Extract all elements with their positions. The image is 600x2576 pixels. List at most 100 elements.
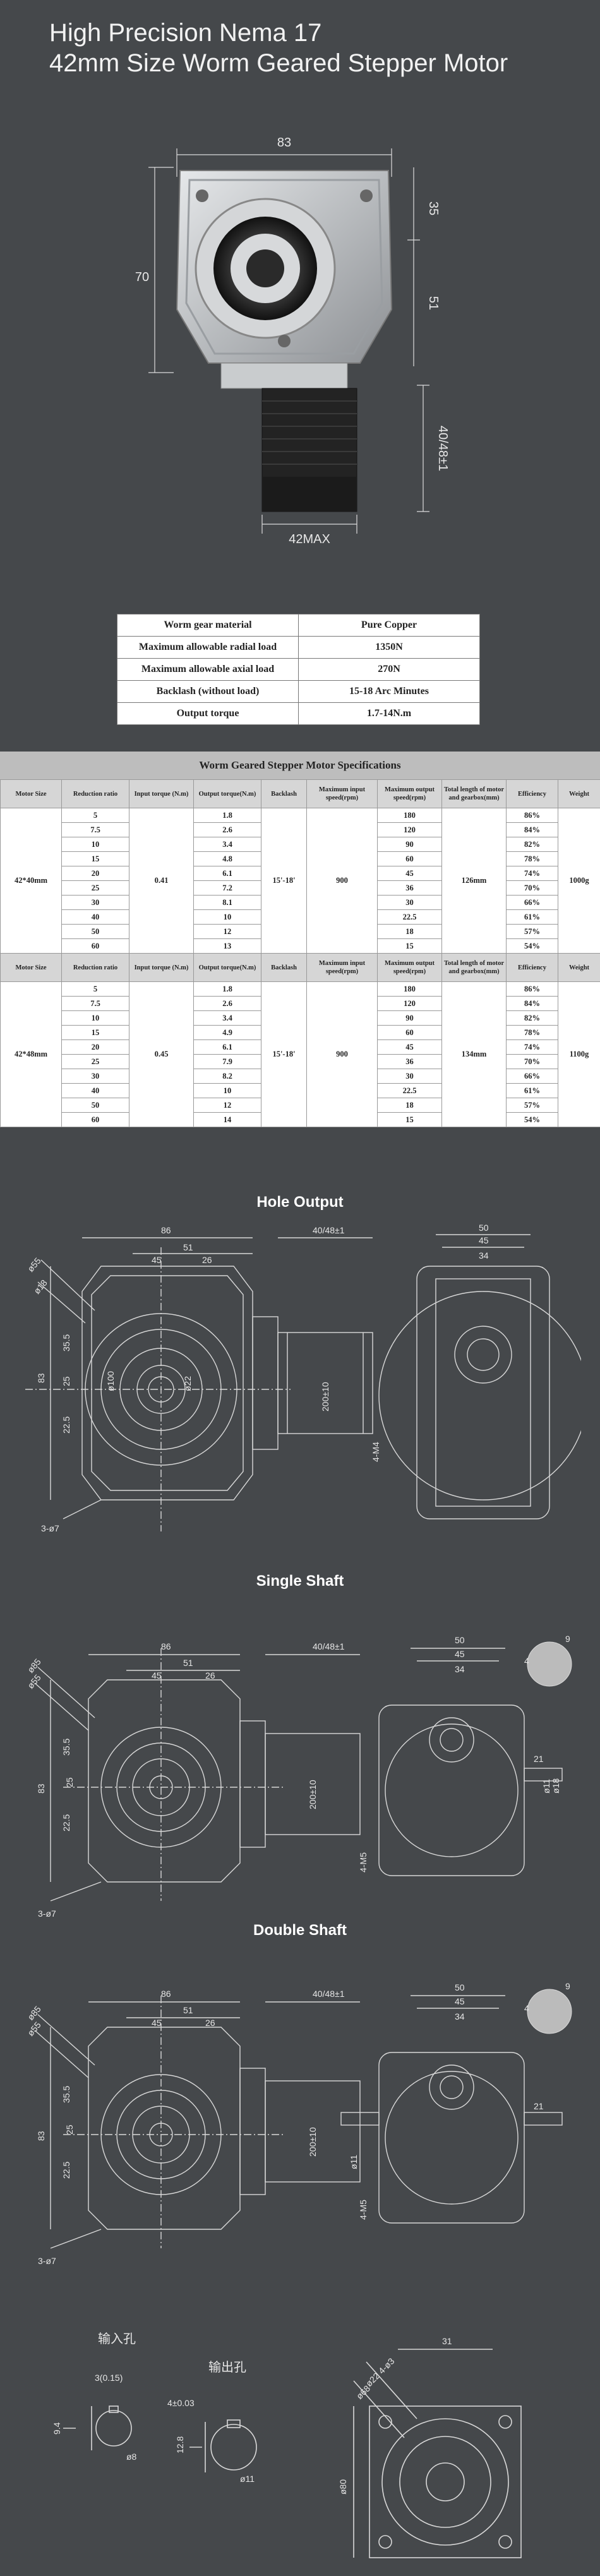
spec-output-torque: 4.9 xyxy=(193,1025,261,1040)
spec-output-torque: 1.8 xyxy=(193,808,261,823)
spec-max-output: 60 xyxy=(377,1025,442,1040)
dimension-label: 50 xyxy=(455,1635,465,1645)
spec-motor-size: 42*40mm xyxy=(0,808,62,954)
dimension-label: 35.5 xyxy=(61,2086,71,2103)
spec-header-cell: Backlash xyxy=(261,779,307,808)
spec-header-cell: Output torque(N.m) xyxy=(193,953,261,982)
spec-ratio: 50 xyxy=(61,1098,129,1113)
spec-weight: 1100g xyxy=(558,981,600,1127)
material-label: Worm gear material xyxy=(117,614,299,637)
dimension-label: 12.8 xyxy=(175,2436,185,2453)
dimension-label: 45 xyxy=(152,2018,162,2028)
dimension-label: ø11 xyxy=(240,2474,255,2484)
dimension-label: 86 xyxy=(161,1641,171,1651)
dimension-label: 40/48±1 xyxy=(313,1225,345,1235)
spec-max-output: 180 xyxy=(377,981,442,997)
dimension-label: 4-M4 xyxy=(371,1442,381,1462)
spec-efficiency: 82% xyxy=(506,1010,558,1026)
dimension-label: 26 xyxy=(202,1255,212,1265)
dimension-label: 4 xyxy=(524,1656,529,1666)
dimension-label: 22.5 xyxy=(61,1417,71,1434)
spec-efficiency: 57% xyxy=(506,1098,558,1113)
dimension-label: 45 xyxy=(479,1235,489,1245)
dimension-label: 9 xyxy=(565,1981,570,1991)
spec-efficiency: 84% xyxy=(506,822,558,837)
dimension-label: 40/48±1 xyxy=(313,1989,345,1999)
dimension-label: 40/48±1 xyxy=(313,1641,345,1651)
spec-output-torque: 8.2 xyxy=(193,1069,261,1084)
dim-height-label: 70 xyxy=(135,270,149,284)
spec-ratio: 50 xyxy=(61,924,129,939)
spec-ratio: 30 xyxy=(61,895,129,910)
material-value: 270N xyxy=(298,658,480,681)
spec-output-torque: 3.4 xyxy=(193,1010,261,1026)
spec-efficiency: 74% xyxy=(506,1039,558,1055)
dimension-label: 83 xyxy=(36,1373,46,1383)
dimension-label: 50 xyxy=(455,1982,465,1992)
dimension-label: ø22 xyxy=(183,1376,193,1391)
spec-ratio: 15 xyxy=(61,851,129,866)
spec-max-output: 180 xyxy=(377,808,442,823)
dimension-label: 9.4 xyxy=(52,2422,62,2435)
dimension-label: ø85 xyxy=(25,1656,43,1675)
dim-motor-width-label: 42MAX xyxy=(289,532,330,546)
bore-detail-drawing: 输入孔 输出孔 3(0.15)9.4ø84±0.0312.8ø11314-ø3ø… xyxy=(52,2332,522,2558)
spec-ratio: 10 xyxy=(61,1010,129,1026)
dimension-label: ø18 xyxy=(551,1778,561,1794)
spec-efficiency: 66% xyxy=(506,1069,558,1084)
spec-max-output: 18 xyxy=(377,924,442,939)
dimension-label: 3-ø7 xyxy=(38,1908,56,1919)
spec-output-torque: 3.4 xyxy=(193,837,261,852)
product-photo: 83 70 35 51 40/48±1 42MAX xyxy=(135,136,450,546)
spec-header-cell: Motor Size xyxy=(0,779,62,808)
dimension-label: ø80 xyxy=(338,2479,348,2495)
spec-input-torque: 0.41 xyxy=(129,808,194,954)
dimension-label: 45 xyxy=(455,1996,465,2006)
spec-table-title: Worm Geared Stepper Motor Specifications xyxy=(0,752,600,779)
spec-backlash: 15'-18' xyxy=(261,808,307,954)
dimension-label: 26 xyxy=(205,1670,215,1680)
spec-max-output: 15 xyxy=(377,938,442,954)
spec-efficiency: 54% xyxy=(506,938,558,954)
spec-output-torque: 2.6 xyxy=(193,996,261,1011)
dim-top-label: 35 xyxy=(426,201,440,215)
spec-header-cell: Weight xyxy=(558,779,600,808)
spec-max-output: 45 xyxy=(377,866,442,881)
dimension-label: 25 xyxy=(61,1376,71,1386)
spec-max-output: 45 xyxy=(377,1039,442,1055)
spec-max-output: 120 xyxy=(377,822,442,837)
spec-output-torque: 10 xyxy=(193,909,261,925)
spec-length: 126mm xyxy=(441,808,507,954)
spec-header-cell: Maximum input speed(rpm) xyxy=(306,953,378,982)
dim-motor-length-label: 40/48±1 xyxy=(436,426,450,471)
table-row: Backlash (without load)15-18 Arc Minutes xyxy=(117,680,480,703)
spec-header-cell: Reduction ratio xyxy=(61,953,129,982)
spec-max-output: 90 xyxy=(377,837,442,852)
dimension-label: 4-M5 xyxy=(358,1852,368,1872)
title-line-2: 42mm Size Worm Geared Stepper Motor xyxy=(49,49,508,77)
spec-max-output: 30 xyxy=(377,1069,442,1084)
dimension-label: 25 xyxy=(64,1777,75,1787)
dimension-label: 45 xyxy=(152,1255,162,1265)
spec-header-cell: Input torque (N.m) xyxy=(129,779,194,808)
dimension-label: 4-M5 xyxy=(358,2200,368,2220)
spec-header-cell: Output torque(N.m) xyxy=(193,779,261,808)
dimension-label: 45 xyxy=(455,1649,465,1659)
spec-efficiency: 86% xyxy=(506,808,558,823)
dimension-label: 51 xyxy=(183,2005,193,2015)
spec-max-output: 22.5 xyxy=(377,909,442,925)
dimension-label: 200±10 xyxy=(308,1780,318,1809)
spec-output-torque: 1.8 xyxy=(193,981,261,997)
dimension-label: 22.5 xyxy=(61,2162,71,2179)
spec-ratio: 7.5 xyxy=(61,822,129,837)
spec-efficiency: 74% xyxy=(506,866,558,881)
dimension-label: 21 xyxy=(534,2101,544,2111)
dimension-label: ø85 xyxy=(25,2004,43,2022)
dimension-label: ø8 xyxy=(126,2452,137,2462)
